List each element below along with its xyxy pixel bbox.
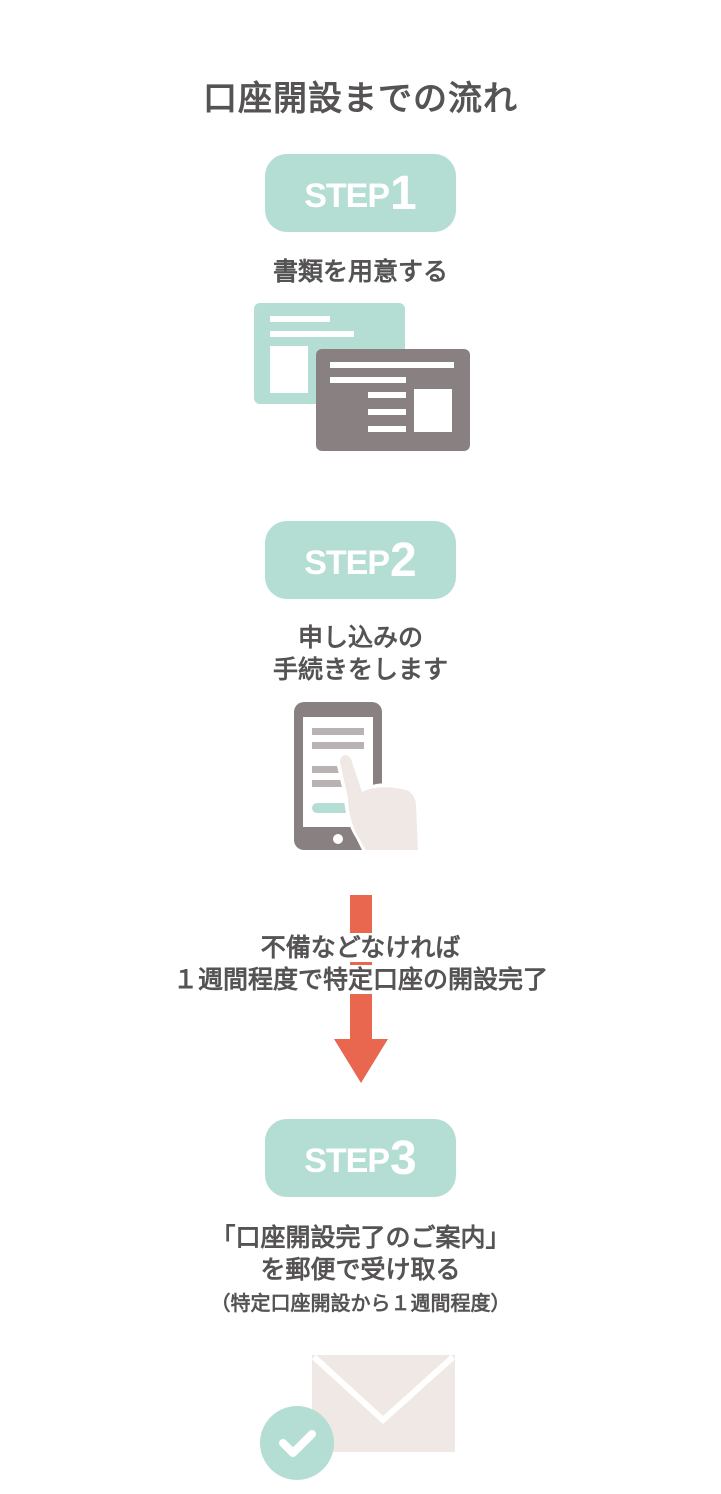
step3-badge-word: STEP: [304, 1141, 390, 1180]
step3-badge-number: 3: [390, 1131, 417, 1185]
step3-caption-line1: 「口座開設完了のご案内」: [210, 1223, 511, 1252]
step3-caption-line2: を郵便で受け取る: [260, 1255, 461, 1284]
documents-icon: [254, 303, 470, 451]
transition-line2: １週間程度で特定口座の開設完了: [168, 965, 552, 994]
step2-badge-number: 2: [390, 533, 417, 587]
step1-badge-word: STEP: [304, 176, 390, 215]
page-title: 口座開設までの流れ: [203, 78, 518, 119]
step1-caption: 書類を用意する: [272, 257, 448, 286]
step2-caption-line1: 申し込みの: [297, 623, 423, 652]
smartphone-tap-icon: [294, 702, 422, 850]
step2-badge-word: STEP: [304, 543, 390, 582]
step2-caption-line2: 手続きをします: [272, 655, 448, 684]
transition-line1: 不備などなければ: [256, 933, 465, 962]
transition-text: 不備などなければ １週間程度で特定口座の開設完了: [0, 932, 721, 996]
check-icon: [260, 1406, 334, 1480]
step3-note: （特定口座開設から１週間程度）: [210, 1291, 511, 1315]
step1-badge-number: 1: [390, 166, 417, 220]
envelope-icon: [311, 1354, 456, 1452]
